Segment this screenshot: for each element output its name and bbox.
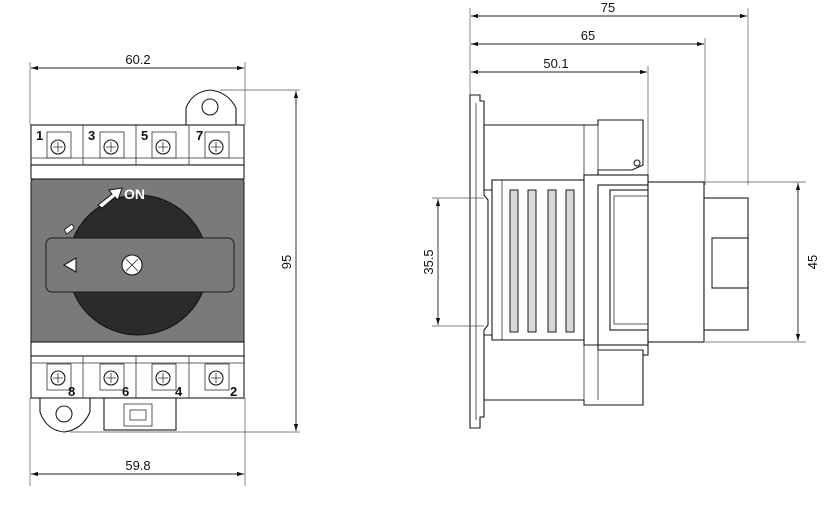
terminal-label-3: 3 [88, 128, 95, 143]
dimension-label-height: 95 [279, 255, 294, 269]
dimension-label-bottom-width: 59.8 [125, 458, 150, 473]
side-knob [647, 181, 806, 343]
dimension-knob-height: 45 [795, 183, 820, 341]
dimension-height: 95 [279, 91, 299, 431]
terminal-label-8: 8 [68, 384, 75, 399]
terminal-screw [46, 131, 72, 159]
dimension-rail-height: 35.5 [421, 197, 484, 327]
terminal-screw [204, 131, 230, 159]
front-view: 60.2 [29, 52, 300, 486]
side-housing-bottom [483, 334, 644, 406]
dimension-label-knob-height: 45 [805, 255, 820, 269]
on-arrow-icon [97, 187, 123, 209]
dimension-label-overall-depth: 75 [601, 0, 615, 15]
dimension-label-inner-depth: 50.1 [543, 56, 568, 71]
dimension-mid-depth: 65 [471, 28, 706, 185]
terminal-label-5: 5 [141, 128, 148, 143]
din-latch [103, 397, 177, 431]
bottom-terminal-block: 8 6 4 2 [30, 355, 245, 399]
terminal-screw [99, 131, 125, 159]
terminal-label-2: 2 [230, 384, 237, 399]
dimension-overall-depth: 75 [469, 0, 749, 185]
terminal-label-1: 1 [36, 128, 43, 143]
terminal-label-4: 4 [175, 384, 183, 399]
dimension-label-rail-height: 35.5 [421, 249, 436, 274]
dimension-label-mid-depth: 65 [581, 28, 595, 43]
terminal-label-7: 7 [196, 128, 203, 143]
top-terminal-block: 1 3 5 7 [30, 124, 245, 166]
dimension-bottom-width: 59.8 [29, 398, 246, 486]
dimension-top-width: 60.2 [29, 52, 246, 125]
terminal-screw [151, 363, 177, 391]
terminal-label-6: 6 [122, 384, 129, 399]
mounting-ear-bottom [39, 396, 300, 433]
terminal-screw [46, 363, 72, 391]
terminal-screw [151, 131, 177, 159]
side-view: 75 65 50.1 [421, 0, 820, 429]
mounting-ear-top [185, 89, 300, 126]
terminal-screw [204, 363, 230, 391]
switch-body: ON [30, 164, 245, 357]
dimension-inner-depth: 50.1 [471, 56, 649, 180]
dimension-label-top-width: 60.2 [125, 52, 150, 67]
on-label: ON [124, 186, 145, 202]
side-stack [491, 179, 593, 341]
off-position-marker [62, 257, 77, 273]
off-indicator-icon [63, 223, 75, 235]
terminal-screw [99, 363, 125, 391]
